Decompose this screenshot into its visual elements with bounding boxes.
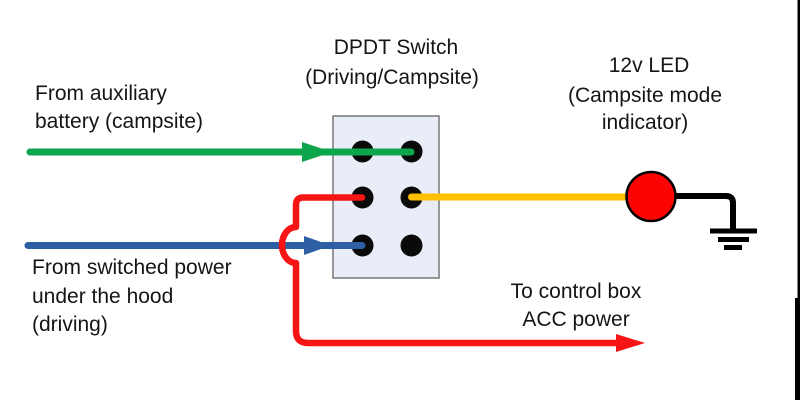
switched-power-label-line2: under the hood bbox=[32, 285, 173, 308]
dpdt-switch-label-line1: DPDT Switch bbox=[334, 36, 458, 59]
led-indicator-icon bbox=[625, 170, 677, 223]
switched-power-label-line1: From switched power bbox=[32, 256, 232, 279]
ground-icon bbox=[710, 228, 757, 250]
aux-battery-arrowhead-icon bbox=[302, 142, 332, 162]
switched-power-label-line3: (driving) bbox=[32, 313, 108, 336]
led-label-line1: 12v LED bbox=[609, 54, 690, 77]
acc-power-arrowhead-icon bbox=[616, 334, 645, 352]
aux-battery-label-line1: From auxiliary bbox=[35, 82, 167, 105]
switched-power-arrowhead-icon bbox=[304, 236, 331, 255]
acc-power-label-line2: ACC power bbox=[522, 308, 629, 331]
acc-power-wire bbox=[278, 194, 624, 347]
aux-battery-label-line2: battery (campsite) bbox=[35, 110, 203, 133]
dpdt-switch-label-line2: (Driving/Campsite) bbox=[305, 66, 479, 89]
ground-wire bbox=[648, 193, 736, 231]
frame-border-right bbox=[795, 0, 800, 400]
acc-power-label-line1: To control box bbox=[511, 280, 642, 303]
led-label-line2: (Campsite mode bbox=[568, 84, 722, 107]
switch-pin-bottom-right bbox=[400, 234, 423, 257]
led-label-line3: indicator) bbox=[602, 111, 688, 134]
